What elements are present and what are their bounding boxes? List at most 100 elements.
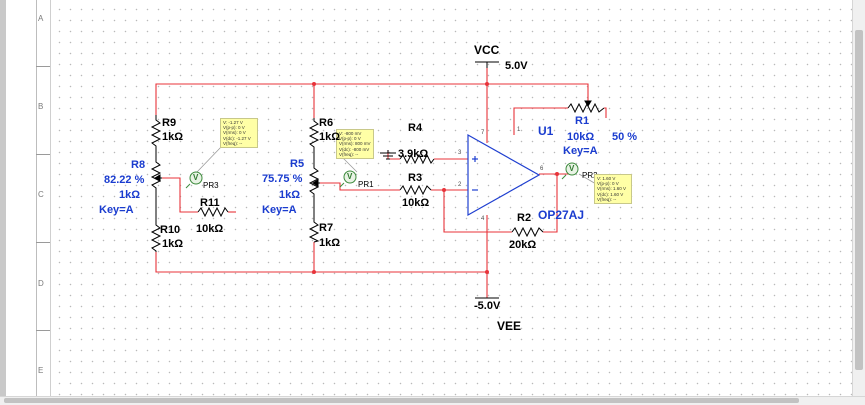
- ruler-strip: [0, 0, 6, 396]
- r11-name: R11: [200, 197, 220, 209]
- r5-wiper-arrow: [312, 179, 319, 187]
- r7-value: 1kΩ: [319, 237, 341, 249]
- r5-key: Key=A: [262, 204, 297, 216]
- r9-symbol[interactable]: [150, 115, 162, 158]
- pr2-probe-icon[interactable]: [565, 162, 579, 176]
- r7-name: R7: [319, 222, 334, 234]
- resistor-symbols: [150, 102, 605, 252]
- junction-dot: [312, 270, 316, 274]
- vee-label: VEE: [497, 319, 522, 333]
- row-ruler: [0, 0, 37, 396]
- r8-wiper-wire[interactable]: [162, 177, 198, 213]
- pr3-probe-symbol: V: [193, 173, 199, 182]
- vee-value: -5.0V: [474, 300, 501, 312]
- vcc-label: VCC: [474, 43, 500, 57]
- pr1-probe-symbol: V: [347, 172, 353, 181]
- ruler-tick: [36, 330, 50, 331]
- r5-symbol[interactable]: [308, 160, 320, 212]
- vcc-value: 5.0V: [505, 60, 528, 72]
- opamp-symbol[interactable]: [467, 133, 541, 217]
- junction-dot: [485, 82, 489, 86]
- bottom-rail-wire[interactable]: [155, 252, 487, 273]
- r6-name: R6: [319, 117, 334, 129]
- junction-dot: [485, 270, 489, 274]
- r2-name: R2: [517, 212, 532, 224]
- r1-setting: 50 %: [612, 131, 638, 143]
- ruler-label-a: A: [38, 14, 44, 23]
- r8-value: 1kΩ: [119, 189, 141, 201]
- r10-value: 1kΩ: [162, 238, 184, 250]
- ruler-tick: [36, 154, 50, 155]
- ruler-tick: [36, 66, 50, 67]
- r5-setting: 75.75 %: [262, 173, 303, 185]
- r9-name: R9: [162, 117, 177, 129]
- power-symbols: [380, 61, 499, 299]
- r9-value: 1kΩ: [162, 131, 184, 143]
- r1-value: 10kΩ: [567, 131, 595, 143]
- r2-value: 20kΩ: [509, 239, 537, 251]
- pr3-label: PR3: [203, 181, 219, 190]
- horizontal-scroll-thumb[interactable]: [4, 398, 799, 403]
- ruler-tick: [36, 242, 50, 243]
- r8-symbol[interactable]: [150, 158, 162, 200]
- pr1-label: PR1: [358, 180, 374, 189]
- r1-left-wire[interactable]: [513, 107, 568, 135]
- r1-key: Key=A: [563, 145, 598, 157]
- ruler-label-e: E: [38, 366, 44, 375]
- pin-label: 2: [458, 182, 462, 188]
- r2-symbol[interactable]: [511, 226, 544, 238]
- r8-wiper-arrow: [154, 174, 161, 182]
- r11-symbol[interactable]: [197, 206, 229, 218]
- r3-name: R3: [408, 172, 423, 184]
- pin-label: 1: [517, 127, 521, 133]
- r8-setting: 82.22 %: [104, 174, 145, 186]
- r3-value: 10kΩ: [402, 197, 430, 209]
- r6-value: 1kΩ: [319, 131, 341, 143]
- r8-name: R8: [131, 159, 146, 171]
- vertical-scrollbar[interactable]: [852, 0, 865, 396]
- ruler-label-b: B: [38, 102, 44, 111]
- junction-dot: [555, 172, 559, 176]
- circuit-drawing: [150, 61, 607, 299]
- r1-right-wire[interactable]: [604, 107, 607, 118]
- schematic-canvas[interactable]: [50, 0, 853, 396]
- r3-symbol[interactable]: [399, 184, 432, 196]
- r1-wiper-arrow: [584, 100, 592, 107]
- r5-value: 1kΩ: [279, 189, 301, 201]
- r10-symbol[interactable]: [150, 200, 162, 252]
- ruler-label-c: C: [38, 190, 44, 199]
- pin-label: 4: [481, 216, 485, 222]
- pin-label: 7: [481, 130, 485, 136]
- r11-value: 10kΩ: [196, 223, 224, 235]
- junctions: [312, 82, 559, 274]
- r1-name: R1: [575, 115, 590, 127]
- r6-symbol[interactable]: [308, 118, 320, 160]
- r1-symbol[interactable]: [567, 102, 605, 114]
- feedback-right-wire[interactable]: [543, 174, 558, 233]
- junction-dot: [442, 188, 446, 192]
- r4-name: R4: [408, 122, 423, 134]
- wire-group: [155, 68, 607, 298]
- r10-name: R10: [160, 224, 181, 236]
- r4-symbol[interactable]: [399, 153, 435, 165]
- r8-key: Key=A: [99, 204, 134, 216]
- pin-label: 6: [540, 166, 544, 172]
- feedback-left-wire[interactable]: [443, 190, 512, 233]
- top-rail-wire[interactable]: [155, 83, 589, 115]
- pot-wipers: [154, 100, 592, 187]
- pr2-label: PR2: [582, 171, 598, 180]
- pr1-probe-icon[interactable]: [343, 170, 357, 184]
- horizontal-scrollbar[interactable]: [0, 396, 865, 405]
- r4-value: 3.9kΩ: [398, 148, 429, 160]
- ruler-label-d: D: [38, 279, 44, 288]
- pr3-probe-icon[interactable]: [189, 171, 203, 185]
- pin-label: 3: [458, 150, 462, 156]
- r7-symbol[interactable]: [308, 212, 320, 243]
- u1-model: OP27AJ: [538, 208, 585, 222]
- u1-name: U1: [538, 124, 554, 138]
- vertical-scroll-thumb[interactable]: [855, 30, 863, 370]
